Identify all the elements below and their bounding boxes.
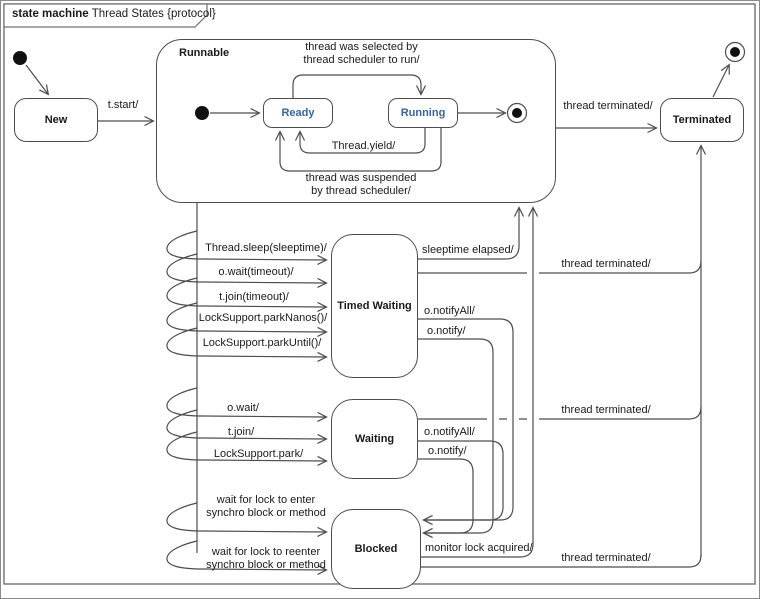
label-park-until: LockSupport.parkUntil()/ (202, 337, 322, 349)
label-thread-sleep: Thread.sleep(sleeptime)/ (205, 242, 327, 254)
state-blocked: Blocked (331, 509, 421, 589)
state-terminated: Terminated (660, 98, 744, 142)
final-state-inner (730, 47, 740, 57)
label-monitor-acquired: monitor lock acquired/ (425, 542, 533, 554)
label-w-notify: o.notify/ (428, 445, 467, 457)
state-ready: Ready (263, 98, 333, 128)
label-tw-terminated: thread terminated/ (561, 258, 651, 270)
label-o-wait: o.wait/ (227, 402, 259, 414)
label-lock-reenter: wait for lock to reenter synchro block o… (186, 546, 346, 572)
edge-wait-timeout (166, 253, 328, 288)
state-blocked-label: Blocked (354, 543, 398, 555)
edge-w-terminated (418, 406, 702, 420)
state-runnable-label: Runnable (179, 47, 230, 59)
state-timed-waiting: Timed Waiting (331, 234, 418, 378)
label-lock-reenter-line1: wait for lock to reenter (211, 546, 321, 558)
label-join-timeout: t.join(timeout)/ (219, 291, 289, 303)
label-selected-line1: thread was selected by (305, 41, 418, 53)
edge-initial-to-new (25, 64, 50, 96)
edge-monitor-acquired (421, 206, 539, 558)
uml-frame-tab (3, 3, 208, 28)
label-lock-enter-line1: wait for lock to enter (216, 494, 316, 506)
edge-sleep (166, 230, 328, 265)
label-lock-enter: wait for lock to enter synchro block or … (186, 494, 346, 520)
state-terminated-label: Terminated (672, 114, 732, 126)
edge-sleeptime-elapsed (418, 206, 525, 260)
label-runnable-terminated: thread terminated/ (563, 100, 653, 112)
state-runnable: Runnable (156, 39, 556, 203)
runnable-final-state-inner (512, 108, 522, 118)
state-timed-waiting-label: Timed Waiting (337, 300, 412, 312)
label-selected-by-scheduler: thread was selected by thread scheduler … (279, 41, 444, 67)
edge-lock-enter (166, 502, 328, 537)
state-waiting: Waiting (331, 399, 418, 479)
label-selected-line2: thread scheduler to run/ (303, 54, 420, 66)
label-lock-reenter-line2: synchro block or method (206, 559, 326, 571)
label-sleeptime-elapsed: sleeptime elapsed/ (422, 244, 514, 256)
label-t-start: t.start/ (107, 99, 139, 111)
frame-keyword: state machine (12, 8, 89, 20)
label-b-terminated: thread terminated/ (561, 552, 651, 564)
label-locksupport-park: LockSupport.park/ (213, 448, 304, 460)
edge-ready-to-running (292, 74, 427, 98)
label-t-join: t.join/ (227, 426, 255, 438)
runnable-initial-dot (195, 106, 209, 120)
state-ready-label: Ready (281, 107, 315, 119)
label-tw-notify: o.notify/ (427, 325, 466, 337)
edge-tw-notifyall (418, 318, 514, 526)
label-park-nanos: LockSupport.parkNanos()/ (198, 312, 328, 324)
edge-running-to-ready-suspended (274, 128, 442, 172)
frame-name: Thread States {protocol} (88, 8, 216, 20)
edge-park-until (166, 327, 328, 362)
label-lock-enter-line2: synchro block or method (206, 507, 326, 519)
edge-terminated-to-final (712, 63, 730, 98)
label-tw-notifyall: o.notifyAll/ (424, 305, 475, 317)
state-waiting-label: Waiting (354, 433, 395, 445)
state-new: New (14, 98, 98, 142)
edge-park-nanos (166, 302, 328, 337)
runnable-final-state-outer (506, 102, 528, 124)
edge-join (166, 409, 328, 444)
edge-wait (166, 387, 328, 422)
label-suspended-line1: thread was suspended (305, 172, 417, 184)
label-wait-timeout: o.wait(timeout)/ (218, 266, 294, 278)
initial-state-dot (13, 51, 27, 65)
label-suspended-by-scheduler: thread was suspended by thread scheduler… (276, 172, 446, 198)
edge-b-terminated (421, 554, 702, 568)
edge-tw-notify (418, 338, 494, 539)
frame-title: state machine Thread States {protocol} (12, 8, 216, 20)
edge-park (166, 431, 328, 466)
final-state-outer (724, 41, 746, 63)
edge-w-notify (418, 458, 474, 539)
state-running-label: Running (400, 107, 446, 119)
edge-join-timeout (166, 277, 328, 312)
state-running: Running (388, 98, 458, 128)
label-w-notifyall: o.notifyAll/ (424, 426, 475, 438)
label-suspended-line2: by thread scheduler/ (311, 185, 411, 197)
edge-lock-reenter (166, 540, 328, 575)
label-w-terminated: thread terminated/ (561, 404, 651, 416)
edge-w-notifyall (418, 440, 504, 526)
edge-running-to-ready-yield (294, 128, 426, 154)
label-thread-yield: Thread.yield/ (331, 140, 396, 152)
state-new-label: New (44, 114, 68, 126)
